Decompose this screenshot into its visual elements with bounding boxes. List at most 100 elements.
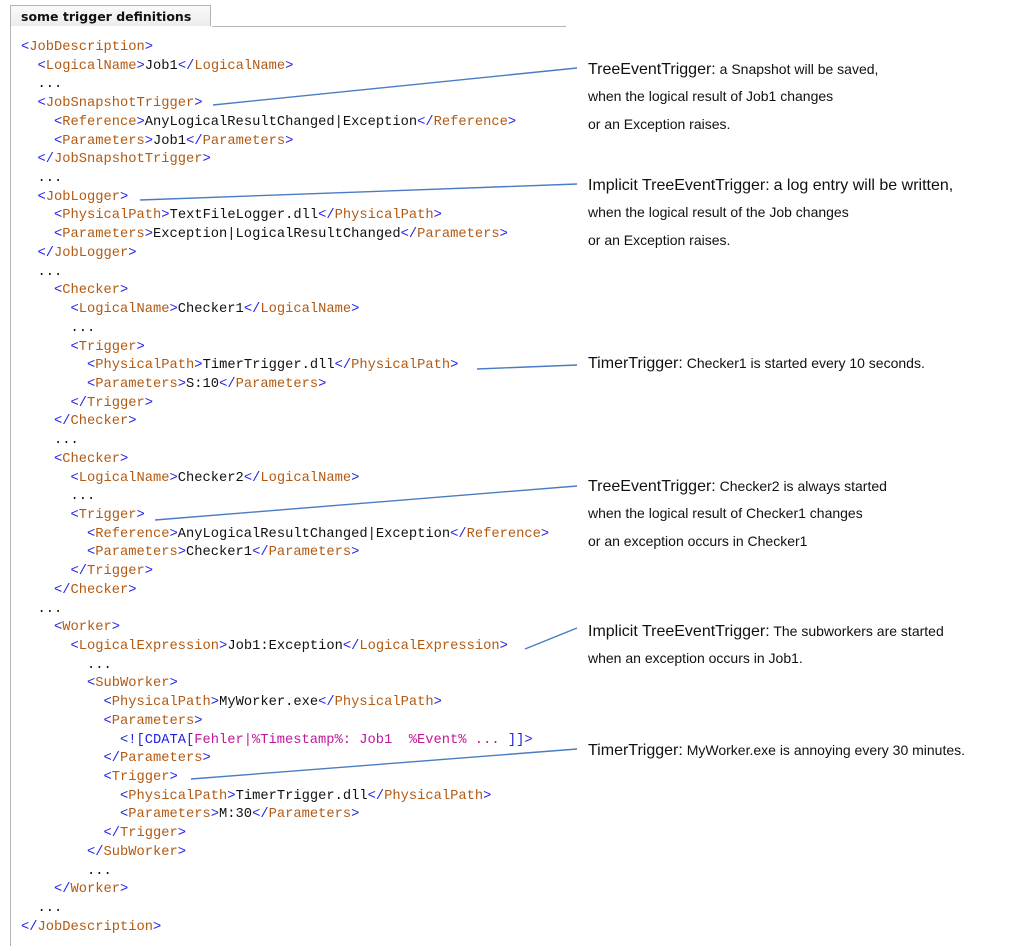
code-line: </Worker> xyxy=(21,881,549,900)
code-line: <LogicalName>Checker1</LogicalName> xyxy=(21,301,549,320)
annotation-first-line: TimerTrigger: Checker1 is started every … xyxy=(588,350,925,377)
xml-text: Job1:Exception xyxy=(227,639,343,654)
xml-delimiter: > xyxy=(194,358,203,374)
xml-tag-name: PhysicalPath xyxy=(95,358,195,374)
annotation: TimerTrigger: Checker1 is started every … xyxy=(588,350,925,377)
annotation-text: when an exception occurs in Job1. xyxy=(588,650,803,667)
xml-text: Checker1 xyxy=(186,545,253,561)
xml-tag-name: PhysicalPath xyxy=(351,358,451,374)
xml-tag-name: PhysicalPath xyxy=(384,788,484,804)
xml-text: ... xyxy=(37,264,63,280)
xml-delimiter: > xyxy=(169,676,178,692)
code-line: ... xyxy=(21,264,549,283)
xml-text: ... xyxy=(70,320,96,336)
code-line: </Trigger> xyxy=(21,563,549,582)
xml-tag-name: PhysicalPath xyxy=(62,208,162,224)
annotation-text: Checker1 is started every 10 seconds. xyxy=(686,355,925,371)
code-line: <Worker> xyxy=(21,619,549,638)
xml-delimiter: < xyxy=(103,770,112,786)
code-line: ... xyxy=(21,601,549,620)
xml-tag-name: Trigger xyxy=(78,507,137,523)
tab-some-trigger-definitions[interactable]: some trigger definitions xyxy=(10,5,211,26)
annotation: TreeEventTrigger: a Snapshot will be sav… xyxy=(588,56,878,138)
xml-tag-name: Trigger xyxy=(120,826,178,842)
xml-text: Job1 xyxy=(153,133,187,149)
code-line: ... xyxy=(21,170,549,189)
code-line: ... xyxy=(21,432,549,451)
xml-text: M:30 xyxy=(219,807,253,823)
xml-delimiter: > xyxy=(499,227,508,243)
xml-text: MyWorker.exe xyxy=(219,695,319,711)
xml-tag-name: LogicalName xyxy=(78,470,170,486)
xml-delimiter: </ xyxy=(243,302,261,318)
xml-tag-name: LogicalExpression xyxy=(78,639,220,654)
xml-text: ... xyxy=(87,657,112,673)
code-line: <Trigger> xyxy=(21,339,549,358)
xml-tag-name: Checker xyxy=(70,414,129,430)
connector-line xyxy=(476,364,578,370)
xml-delimiter: < xyxy=(37,189,46,205)
connector-line xyxy=(524,627,578,650)
xml-tag-name: LogicalName xyxy=(260,470,352,486)
code-line: <Reference>AnyLogicalResultChanged|Excep… xyxy=(21,114,549,133)
xml-tag-name: Reference xyxy=(62,114,137,130)
xml-delimiter: </ xyxy=(400,227,418,243)
xml-tag-name: Parameters xyxy=(62,133,145,149)
annotation-text: Checker2 is always started xyxy=(719,478,887,494)
xml-delimiter: < xyxy=(120,807,129,823)
xml-tag-name: Parameters xyxy=(111,713,195,729)
xml-delimiter: </ xyxy=(103,826,121,842)
code-line: <Parameters>M:30</Parameters> xyxy=(21,806,549,825)
xml-delimiter: </ xyxy=(367,788,385,804)
code-line: ... xyxy=(21,488,549,507)
xml-delimiter: </ xyxy=(318,208,335,224)
xml-tag-name: Parameters xyxy=(235,376,319,392)
xml-tag-name: JobDescription xyxy=(37,919,154,935)
xml-text: ... xyxy=(37,77,63,93)
xml-delimiter: > xyxy=(433,695,442,711)
code-line: <JobDescription> xyxy=(21,39,549,58)
xml-tag-name: Parameters xyxy=(95,545,178,561)
xml-delimiter: > xyxy=(136,339,145,355)
xml-delimiter: > xyxy=(177,844,187,860)
trigger-type: TimerTrigger: xyxy=(588,355,683,372)
annotation: TreeEventTrigger: Checker2 is always sta… xyxy=(588,473,887,555)
xml-delimiter: > xyxy=(351,807,360,823)
annotation-text: a Snapshot will be saved, xyxy=(719,61,879,77)
xml-delimiter: > xyxy=(120,882,129,898)
code-line: <Parameters>Exception|LogicalResultChang… xyxy=(21,226,549,245)
xml-tag-name: Reference xyxy=(433,114,508,130)
xml-delimiter: > xyxy=(169,302,178,318)
xml-delimiter: > xyxy=(128,414,137,430)
xml-delimiter: > xyxy=(144,564,154,580)
annotation-text: or an Exception raises. xyxy=(588,231,731,248)
xml-delimiter: </ xyxy=(37,152,55,168)
xml-delimiter: > xyxy=(285,58,294,74)
xml-delimiter: < xyxy=(54,114,63,130)
code-line: </Trigger> xyxy=(21,395,549,414)
xml-delimiter: < xyxy=(54,451,63,467)
xml-tag-name: Parameters xyxy=(62,227,145,243)
xml-tag-name: JobLogger xyxy=(54,245,129,261)
trigger-type: Implicit TreeEventTrigger: xyxy=(588,623,770,640)
xml-delimiter: < xyxy=(87,676,96,692)
xml-delimiter: </ xyxy=(252,807,269,823)
xml-tag-name: Trigger xyxy=(111,770,170,786)
annotation-text: or an Exception raises. xyxy=(588,115,731,132)
xml-delimiter: > xyxy=(194,713,203,729)
xml-delimiter: < xyxy=(54,208,63,224)
xml-text: AnyLogicalResultChanged|Exception xyxy=(177,526,451,542)
code-line: <PhysicalPath>TextFileLogger.dll</Physic… xyxy=(21,207,549,226)
annotation-first-line: TreeEventTrigger: a Snapshot will be sav… xyxy=(588,56,878,83)
xml-tag-name: Checker xyxy=(62,451,121,467)
xml-code-block: <JobDescription><LogicalName>Job1</Logic… xyxy=(21,39,549,938)
xml-text: Checker1 xyxy=(177,302,244,318)
xml-tag-name: Trigger xyxy=(87,395,145,411)
xml-delimiter: > xyxy=(153,919,162,935)
xml-delimiter: > xyxy=(210,695,220,711)
code-line: <![CDATA[Fehler|%Timestamp%: Job1 %Event… xyxy=(21,732,549,751)
code-line: <Reference>AnyLogicalResultChanged|Excep… xyxy=(21,526,549,545)
code-line: <Checker> xyxy=(21,451,549,470)
xml-delimiter: </ xyxy=(103,751,121,767)
code-line: </SubWorker> xyxy=(21,844,549,863)
